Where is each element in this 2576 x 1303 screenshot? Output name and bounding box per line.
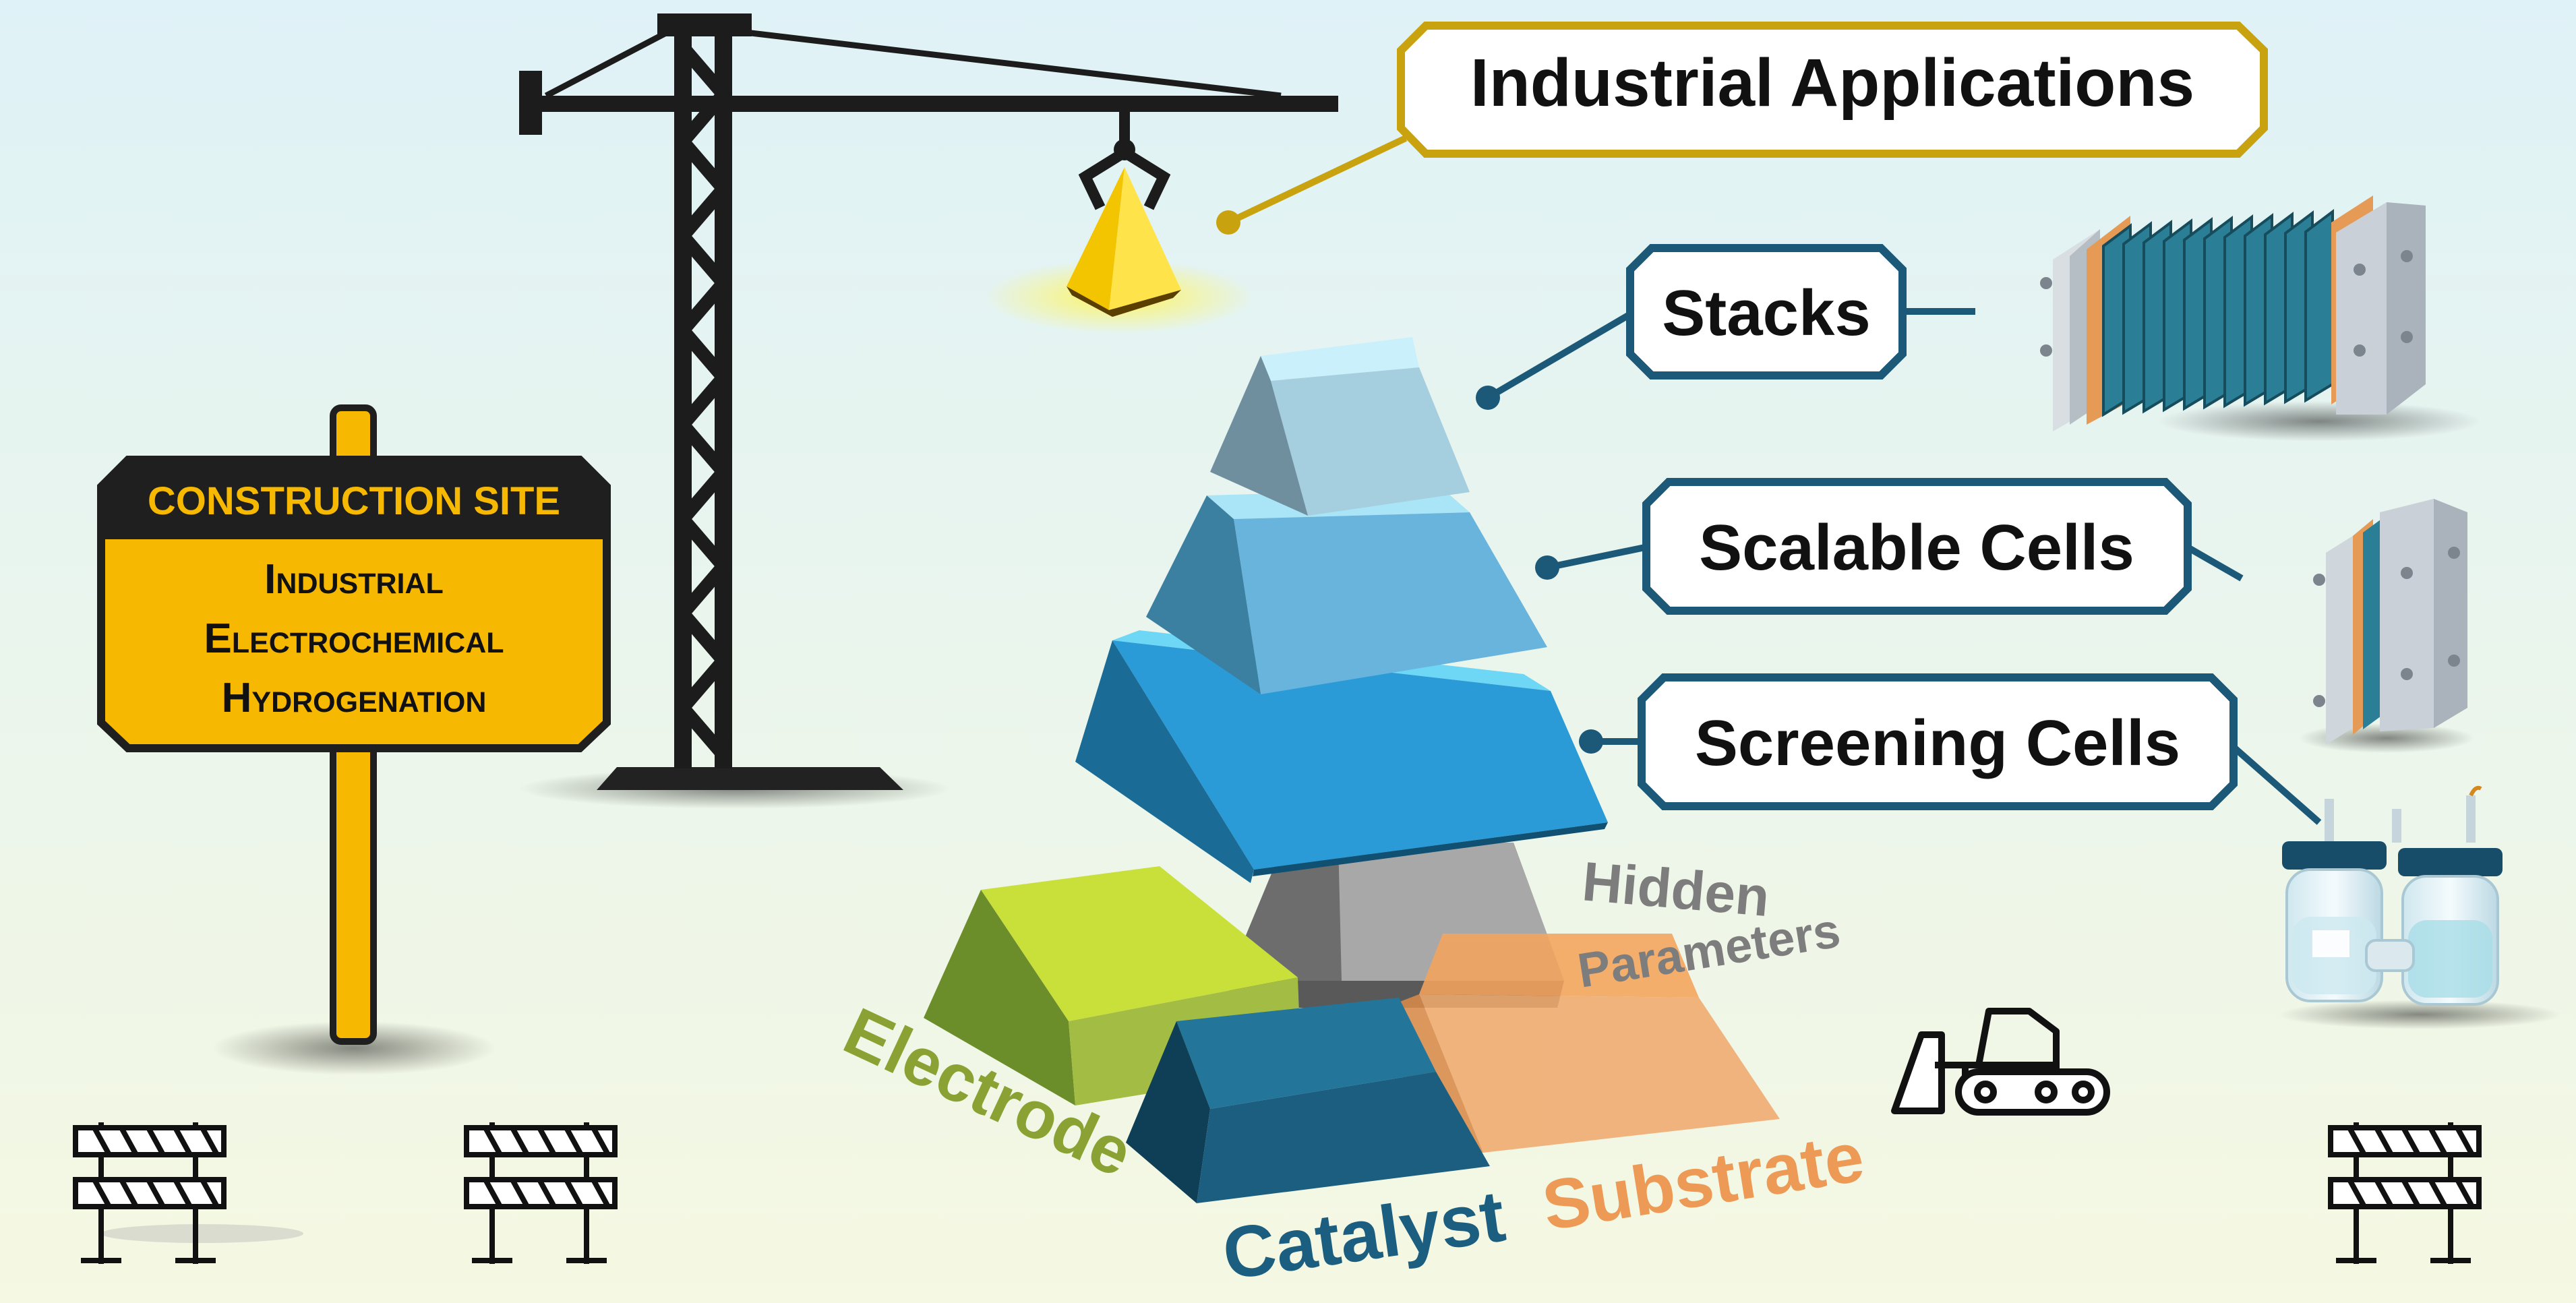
barricade-icon	[73, 1122, 303, 1264]
stacks-callout	[1476, 244, 1975, 410]
sign-line-1: Industrial	[264, 556, 444, 603]
barricade-icon	[2328, 1122, 2482, 1264]
scalable-cell-icon	[2299, 499, 2474, 753]
bulldozer-icon	[1891, 1008, 2110, 1116]
sign-header: CONSTRUCTION SITE	[148, 479, 560, 523]
catalyst-block	[1126, 998, 1490, 1203]
stack-device-icon	[2040, 195, 2481, 442]
scalable-cells-callout	[1535, 478, 2244, 615]
sign-line-3: Hydrogenation	[222, 675, 487, 721]
screening-cell-icon	[2279, 785, 2562, 1029]
barricade-icon	[464, 1122, 618, 1264]
crane-icon	[519, 13, 1338, 809]
industrial-applications-label: Industrial Applications	[1470, 45, 2194, 121]
sign-line-2: Electrochemical	[204, 615, 504, 662]
stacks-tier	[1210, 337, 1470, 516]
industrial-callout	[1216, 22, 2268, 235]
stacks-label: Stacks	[1662, 277, 1871, 349]
screening-cells-label: Screening Cells	[1695, 707, 2180, 779]
apex-block	[984, 167, 1254, 334]
scalable-cells-label: Scalable Cells	[1699, 512, 2134, 584]
screening-cells-callout	[1579, 673, 2322, 825]
construction-sign	[97, 404, 611, 1075]
